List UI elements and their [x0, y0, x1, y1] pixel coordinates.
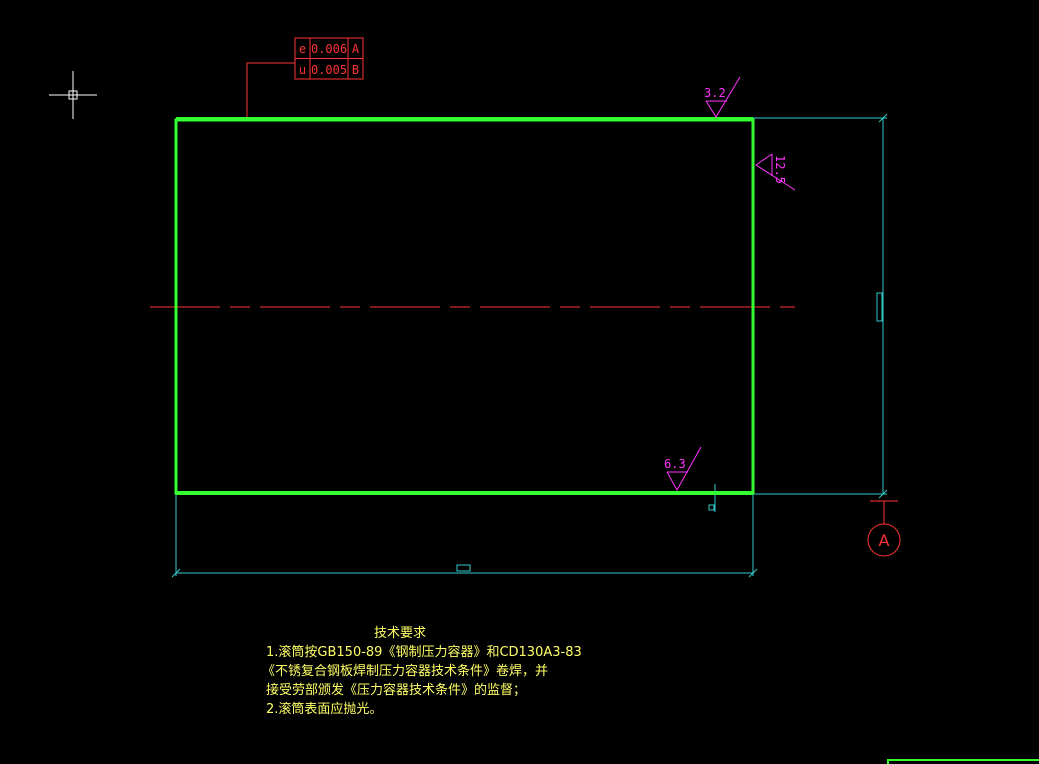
dimension-text-placeholder-right[interactable] [876, 292, 883, 322]
geometric-tolerance-frame[interactable]: e 0.006 A u 0.005 B [246, 37, 364, 117]
tech-requirement-line-1: 1.滚筒按GB150-89《钢制压力容器》和CD130A3-83 [266, 645, 582, 660]
crosshair-cursor-icon [49, 71, 97, 119]
roughness-symbol-top[interactable]: 3.2 [704, 76, 741, 118]
tolerance-value-1: 0.006 [311, 42, 347, 56]
roughness-symbol-bottom[interactable]: 6.3 [664, 446, 702, 492]
roughness-value-right: 12.5 [773, 155, 787, 184]
tech-requirements-title: 技术要求 [374, 626, 427, 641]
part-outline[interactable] [174, 117, 755, 495]
roughness-value-top: 3.2 [704, 86, 726, 100]
tech-requirement-line-2: 《不锈复合钢板焊制压力容器技术条件》卷焊，并 [262, 664, 549, 679]
tech-requirement-line-4: 2.滚筒表面应抛光。 [266, 702, 383, 717]
tolerance-symbol-2: u [299, 63, 306, 77]
drawing-frame-corner [887, 759, 1039, 764]
roughness-value-bottom: 6.3 [664, 457, 686, 471]
dimension-text-placeholder-bottom[interactable] [456, 564, 471, 572]
tolerance-symbol-1: e [299, 42, 306, 56]
tech-requirement-line-3: 接受劳部颁发《压力容器技术条件》的监督； [266, 683, 527, 698]
technical-requirements: 技术要求 1.滚筒按GB150-89《钢制压力容器》和CD130A3-83 《不… [262, 624, 582, 719]
datum-symbol[interactable]: A [867, 500, 901, 557]
tolerance-datum-1: A [352, 42, 360, 56]
dimension-lines[interactable] [171, 113, 888, 578]
tolerance-datum-2: B [352, 63, 359, 77]
tolerance-value-2: 0.005 [311, 63, 347, 77]
datum-label: A [879, 531, 890, 550]
roughness-symbol-right[interactable]: 12.5 [755, 153, 796, 191]
